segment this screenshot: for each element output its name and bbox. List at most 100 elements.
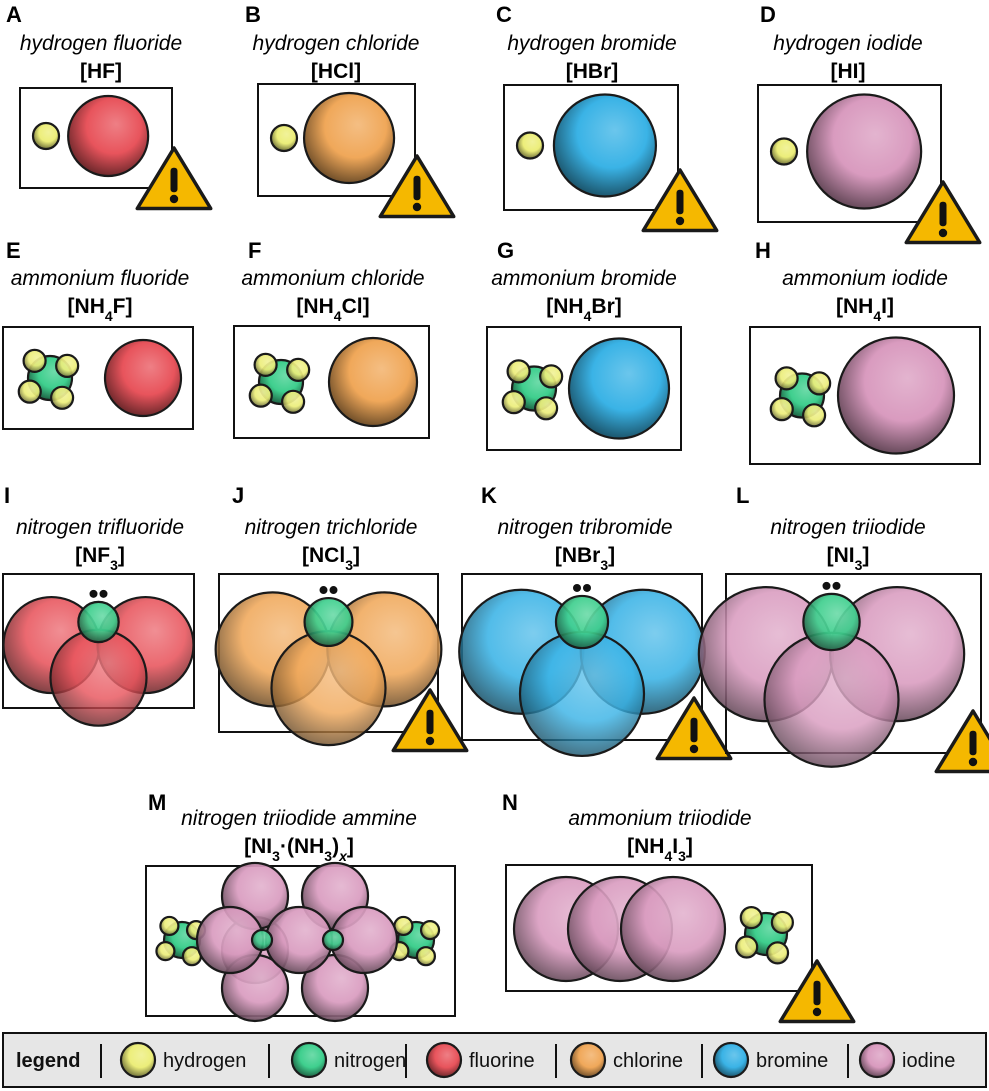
panel-name: hydrogen iodide — [773, 32, 922, 55]
panel-name: ammonium bromide — [491, 267, 677, 290]
hydrogen-atom — [281, 389, 306, 414]
panel-letter: E — [6, 238, 21, 263]
bromine-atom — [552, 93, 658, 198]
nitrogen-atom — [321, 928, 345, 952]
panel-name: nitrogen tribromide — [497, 516, 672, 539]
legend-label: chlorine — [613, 1050, 683, 1072]
legend-label: bromine — [756, 1050, 828, 1072]
panel-frame — [145, 865, 456, 1017]
panel-name: nitrogen trichloride — [245, 516, 418, 539]
panel-frame — [486, 326, 682, 451]
hydrogen-atom — [155, 941, 176, 962]
panel-frame — [233, 325, 430, 439]
fluorine-atom — [49, 628, 148, 727]
panel-formula: [NCl3] — [302, 544, 360, 573]
fluorine-atom — [103, 338, 183, 418]
panel-letter: I — [4, 483, 10, 508]
nitrogen-atom — [303, 596, 354, 648]
hydrogen-atom — [515, 131, 545, 160]
panel-name: ammonium chloride — [241, 267, 424, 290]
hydrogen-atom — [501, 390, 526, 415]
iodine-atom — [763, 631, 900, 768]
panel-frame — [19, 87, 173, 189]
panel-letter: F — [248, 238, 261, 263]
hydrogen-atom — [533, 396, 559, 421]
legend-label: hydrogen — [163, 1050, 246, 1072]
panel-letter: N — [502, 790, 518, 815]
lone-pair-dots — [573, 583, 591, 592]
panel-name: hydrogen bromide — [507, 32, 676, 55]
legend-frame — [2, 1032, 987, 1088]
panel-name: nitrogen triiodide — [770, 516, 925, 539]
chlorine-atom — [302, 91, 396, 185]
panel-letter: B — [245, 2, 261, 27]
panel-letter: G — [497, 238, 514, 263]
hydrogen-atom — [801, 403, 827, 428]
warning-icon — [378, 154, 456, 219]
panel-name: hydrogen chloride — [253, 32, 420, 55]
nitrogen-atom — [802, 592, 861, 652]
hydrogen-atom — [765, 941, 790, 965]
chlorine-atom — [569, 1041, 607, 1079]
iodine-atom — [806, 93, 923, 210]
lone-pair-dots — [822, 581, 841, 590]
hydrogen-atom — [735, 935, 759, 959]
hydrogen-atom — [17, 379, 42, 404]
panel-name: hydrogen fluoride — [20, 32, 182, 55]
panel-frame — [503, 84, 679, 211]
hydrogen-atom — [539, 364, 564, 389]
panel-name: nitrogen triiodide ammine — [181, 807, 417, 830]
iodine-atom — [858, 1041, 896, 1079]
hydrogen-atom — [253, 352, 278, 377]
panel-formula: [NF3] — [75, 544, 125, 573]
panel-formula: [NH4I] — [836, 295, 894, 324]
hydrogen-atom — [49, 385, 75, 410]
warning-icon — [934, 709, 989, 774]
warning-icon — [904, 180, 982, 245]
hydrogen-atom — [419, 919, 441, 941]
legend-item-hydrogen: hydrogen — [119, 1041, 246, 1079]
panel-formula: [NI3·(NH3)x] — [244, 835, 354, 864]
hydrogen-atom — [31, 121, 61, 151]
legend-item-iodine: iodine — [858, 1041, 955, 1079]
panel-formula: [NH4Cl] — [296, 295, 369, 324]
iodine-atom — [836, 336, 956, 455]
lone-pair-dots — [89, 589, 108, 598]
panel-letter: J — [232, 483, 244, 508]
fluorine-atom — [67, 94, 150, 178]
hydrogen-atom — [286, 357, 311, 382]
panel-frame — [749, 326, 981, 465]
hydrogen-atom — [269, 123, 299, 153]
nitrogen-atom — [554, 594, 610, 650]
legend-label: nitrogen — [334, 1050, 406, 1072]
panel-letter: K — [481, 483, 497, 508]
legend-item-fluorine: fluorine — [425, 1041, 535, 1079]
fluorine-atom — [425, 1041, 463, 1079]
hydrogen-atom — [769, 397, 794, 422]
lone-pair-dots — [319, 586, 338, 595]
panel-letter: L — [736, 483, 749, 508]
panel-letter: C — [496, 2, 512, 27]
legend-label: fluorine — [469, 1050, 535, 1072]
legend-title: legend — [16, 1050, 80, 1072]
nitrogen-atom — [290, 1041, 328, 1079]
legend-item-nitrogen: nitrogen — [290, 1041, 406, 1079]
chlorine-atom — [270, 630, 387, 747]
panel-formula: [NBr3] — [555, 544, 615, 573]
panel-formula: [HBr] — [566, 60, 619, 83]
panel-name: nitrogen trifluoride — [16, 516, 184, 539]
panel-formula: [NH4Br] — [546, 295, 622, 324]
chlorine-atom — [327, 336, 419, 428]
